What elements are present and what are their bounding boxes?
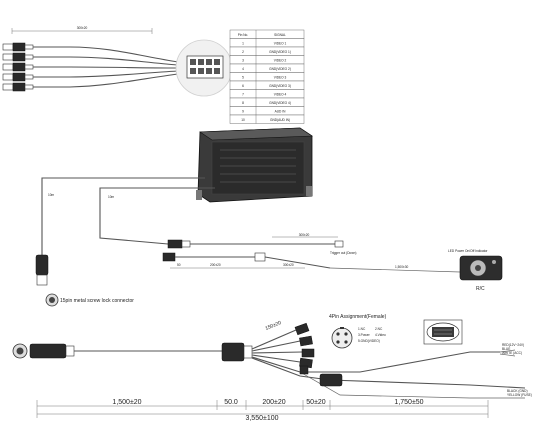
trigger-label: Trigger out (Down) bbox=[330, 251, 356, 255]
pin-number: 5 bbox=[242, 75, 244, 79]
signal-header: SIGNAL bbox=[274, 33, 286, 37]
svg-text:300±20: 300±20 bbox=[299, 233, 310, 237]
svg-text:1.NC: 1.NC bbox=[358, 327, 366, 331]
pin-signal: GND(VIDEO 2) bbox=[269, 67, 291, 71]
pin-signal: GND(VIDEO 1) bbox=[269, 50, 291, 54]
dim-200: 200±20 bbox=[262, 399, 285, 406]
led-note: LED Power On/Off Indicator bbox=[448, 249, 488, 253]
dim-50: 50.0 bbox=[224, 399, 238, 406]
dim-50b: 50±20 bbox=[306, 399, 326, 406]
dvr-unit bbox=[196, 127, 313, 203]
pin-number: 9 bbox=[242, 109, 244, 113]
pin-signal: GND(VIDEO 4) bbox=[269, 101, 291, 105]
dimension-line: 1,500±20 50.0 200±20 50±20 1,750±50 3,55… bbox=[36, 399, 489, 422]
pin-signal: VIDEO 4 bbox=[274, 92, 287, 96]
top-branch-length: 300±20 bbox=[77, 26, 88, 30]
pin-signal: GND(AUD IN) bbox=[270, 118, 290, 122]
pin-number: 8 bbox=[242, 101, 244, 105]
svg-text:3.Power: 3.Power bbox=[358, 333, 371, 337]
4pin-assignment: 4Pin Assignment(Female) 1.NC 2.NC 3.Powe… bbox=[329, 314, 387, 349]
dim-1750: 1,750±50 bbox=[394, 399, 423, 406]
power-connector-detail bbox=[423, 319, 463, 345]
svg-text:BLUE: BLUE bbox=[502, 347, 510, 351]
pin-number: 3 bbox=[242, 58, 244, 62]
pin-signal: VIDEO 2 bbox=[274, 58, 287, 62]
remote-control: LED Power On/Off Indicator R/C bbox=[448, 249, 503, 292]
pin-number: 4 bbox=[242, 67, 244, 71]
svg-text:4.Video: 4.Video bbox=[375, 333, 386, 337]
fan-length: 150±20 bbox=[265, 320, 283, 332]
rca-connector-4 bbox=[2, 72, 34, 82]
rc-label: R/C bbox=[476, 286, 485, 292]
svg-text:5.GND(VIDEO): 5.GND(VIDEO) bbox=[358, 339, 380, 343]
pin-number: 7 bbox=[242, 92, 244, 96]
connector-zoom bbox=[175, 39, 233, 97]
svg-text:300±20: 300±20 bbox=[283, 263, 294, 267]
pin-number: 6 bbox=[242, 84, 244, 88]
pin4-title: 4Pin Assignment(Female) bbox=[329, 314, 387, 320]
connector-note: 15pin metal screw lock connector bbox=[60, 298, 134, 304]
pin-number: 10 bbox=[241, 118, 245, 122]
dim-total: 3,550±100 bbox=[245, 415, 278, 422]
pin-number: 1 bbox=[242, 41, 244, 45]
pin-signal: VIDEO 1 bbox=[274, 41, 287, 45]
svg-text:YELLOW (FUSE): YELLOW (FUSE) bbox=[507, 393, 532, 397]
svg-text:1,500±30: 1,500±30 bbox=[395, 265, 408, 269]
svg-text:2.NC: 2.NC bbox=[375, 327, 383, 331]
rca-connector-2 bbox=[2, 52, 34, 62]
pin-signal: VIDEO 3 bbox=[274, 75, 287, 79]
left-cable-length: 10m bbox=[48, 193, 55, 197]
trigger-cable: 300±20 Trigger out (Down) 50 200±20 300±… bbox=[162, 233, 461, 273]
top-fanout: 300±20 bbox=[2, 26, 179, 92]
pin-signal: GND(VIDEO 3) bbox=[269, 84, 291, 88]
svg-text:RED(12V~24V): RED(12V~24V) bbox=[502, 343, 524, 347]
svg-text:BLACK (GND): BLACK (GND) bbox=[507, 389, 528, 393]
main-harness: 150±20 RED(12V~24V) BLUE WHITE (ACC) BLA… bbox=[12, 320, 532, 399]
mid-cable-length: 10m bbox=[108, 195, 115, 199]
pin-number: 2 bbox=[242, 50, 244, 54]
rca-connector-3 bbox=[2, 62, 34, 72]
rca-connector-5 bbox=[2, 82, 34, 92]
pin-signal: AUD IN bbox=[275, 109, 287, 113]
rca-connector-1 bbox=[2, 42, 34, 52]
pin-header: Pin No. bbox=[238, 33, 249, 37]
svg-text:WHITE (ACC): WHITE (ACC) bbox=[502, 351, 522, 355]
15pin-connector bbox=[35, 254, 59, 307]
svg-text:50: 50 bbox=[177, 263, 181, 267]
svg-text:200±20: 200±20 bbox=[210, 263, 221, 267]
dim-1500: 1,500±20 bbox=[112, 399, 141, 406]
